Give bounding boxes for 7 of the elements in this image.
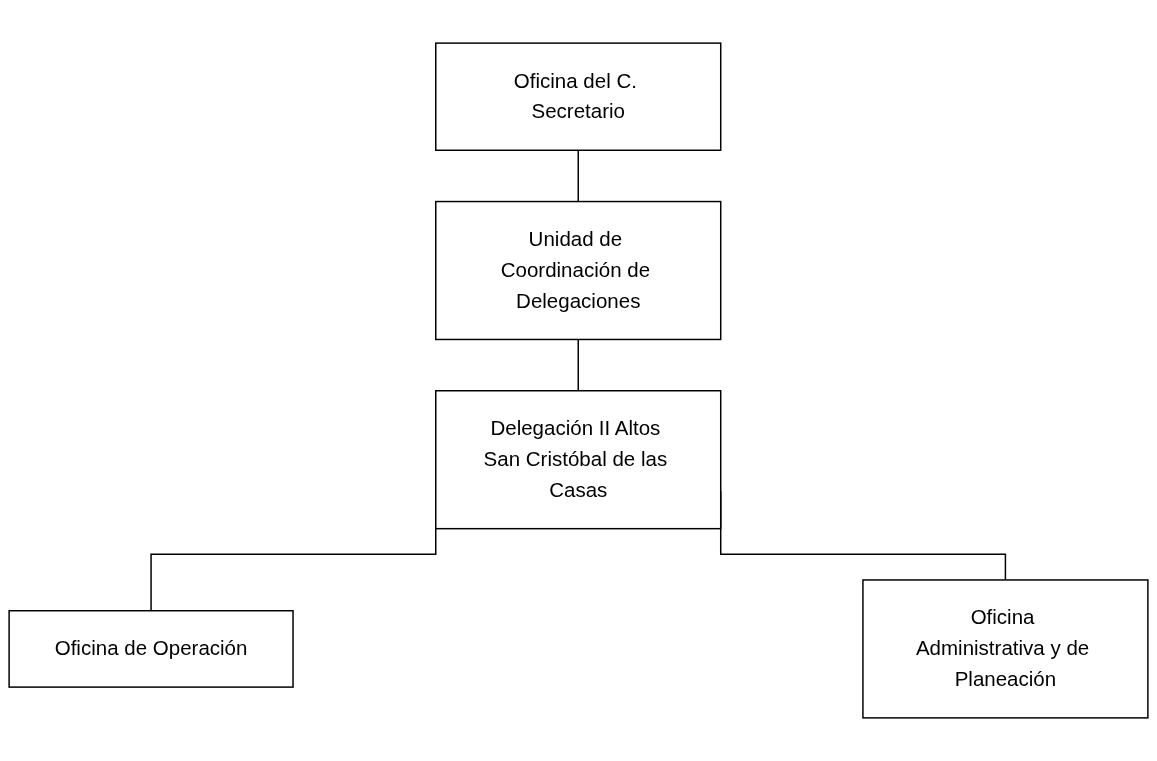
- connector: [577, 338, 579, 392]
- node-box: Oficina del C. Secretario: [435, 42, 722, 151]
- node-box: Unidad de Coordinación de Delegaciones: [435, 200, 722, 341]
- node-box: Delegación II Altos San Cristóbal de las Casas: [435, 390, 722, 530]
- node-box: Oficina Administrativa y de Planeación: [862, 579, 1149, 719]
- node-box: Oficina de Operación: [8, 610, 294, 688]
- connector: [577, 149, 579, 203]
